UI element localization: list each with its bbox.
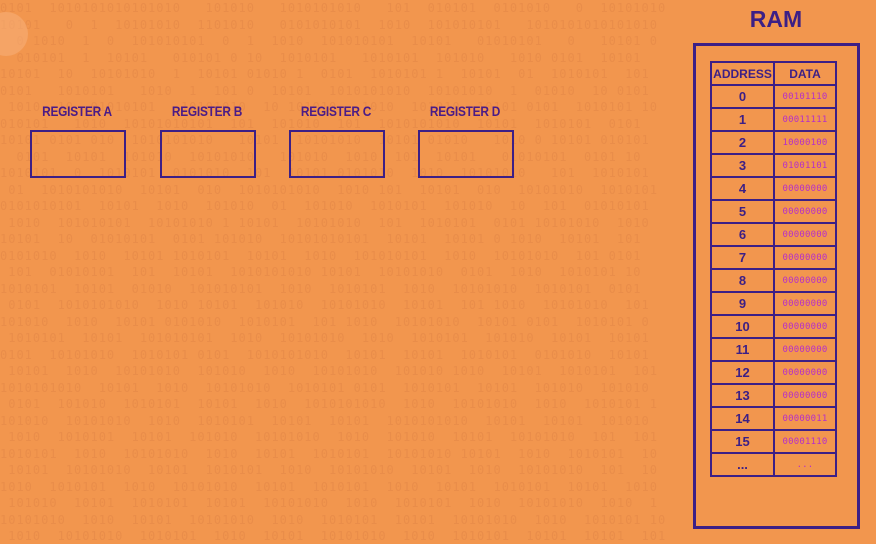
ram-address-cell: 12 <box>710 360 775 385</box>
ram-address-cell: ... <box>710 452 775 477</box>
address-column-header: ADDRESS <box>710 61 775 86</box>
ram-data-cell: 01001101 <box>773 153 837 178</box>
data-column-header: DATA <box>773 61 837 86</box>
ram-address-cell: 7 <box>710 245 775 270</box>
ram-data-cell: 00000000 <box>773 291 837 316</box>
ram-address-cell: 0 <box>710 84 775 109</box>
register-c-box <box>289 130 385 178</box>
ram-title: RAM <box>749 6 803 32</box>
ram-data-cell: 00000000 <box>773 360 837 385</box>
ram-data-cell: 10000100 <box>773 130 837 155</box>
register-a-label: REGISTER A <box>42 103 112 119</box>
ram-data-cell: 00001110 <box>773 429 837 454</box>
ram-address-cell: 5 <box>710 199 775 224</box>
register-d-label: REGISTER D <box>429 103 501 119</box>
logo-watermark <box>0 12 28 56</box>
ram-address-cell: 1 <box>710 107 775 132</box>
ram-address-cell: 8 <box>710 268 775 293</box>
ram-data-cell: 00101110 <box>773 84 837 109</box>
ram-address-cell: 3 <box>710 153 775 178</box>
ram-address-cell: 15 <box>710 429 775 454</box>
ram-data-cell: 00000000 <box>773 383 837 408</box>
ram-frame <box>693 43 860 529</box>
ram-data-cell: 00000000 <box>773 222 837 247</box>
ram-address-cell: 2 <box>710 130 775 155</box>
register-b-box <box>160 130 256 178</box>
ram-row: ...... <box>710 452 837 477</box>
ram-data-cell: 00011111 <box>773 107 837 132</box>
ram-data-cell: 00000000 <box>773 268 837 293</box>
ram-address-cell: 4 <box>710 176 775 201</box>
ram-data-cell: 00000000 <box>773 337 837 362</box>
ram-data-cell: 00000011 <box>773 406 837 431</box>
ram-address-cell: 14 <box>710 406 775 431</box>
register-a-box <box>30 130 126 178</box>
ram-data-cell: 00000000 <box>773 199 837 224</box>
ram-header-row: ADDRESS DATA <box>710 61 837 86</box>
ram-address-cell: 9 <box>710 291 775 316</box>
ram-address-cell: 11 <box>710 337 775 362</box>
register-d-box <box>418 130 514 178</box>
register-c-label: REGISTER C <box>300 103 372 119</box>
ram-data-cell: ... <box>773 452 837 477</box>
ram-address-cell: 13 <box>710 383 775 408</box>
ram-data-cell: 00000000 <box>773 245 837 270</box>
ram-address-cell: 10 <box>710 314 775 339</box>
ram-data-cell: 00000000 <box>773 176 837 201</box>
ram-address-cell: 6 <box>710 222 775 247</box>
ram-data-cell: 00000000 <box>773 314 837 339</box>
register-b-label: REGISTER B <box>171 103 243 119</box>
